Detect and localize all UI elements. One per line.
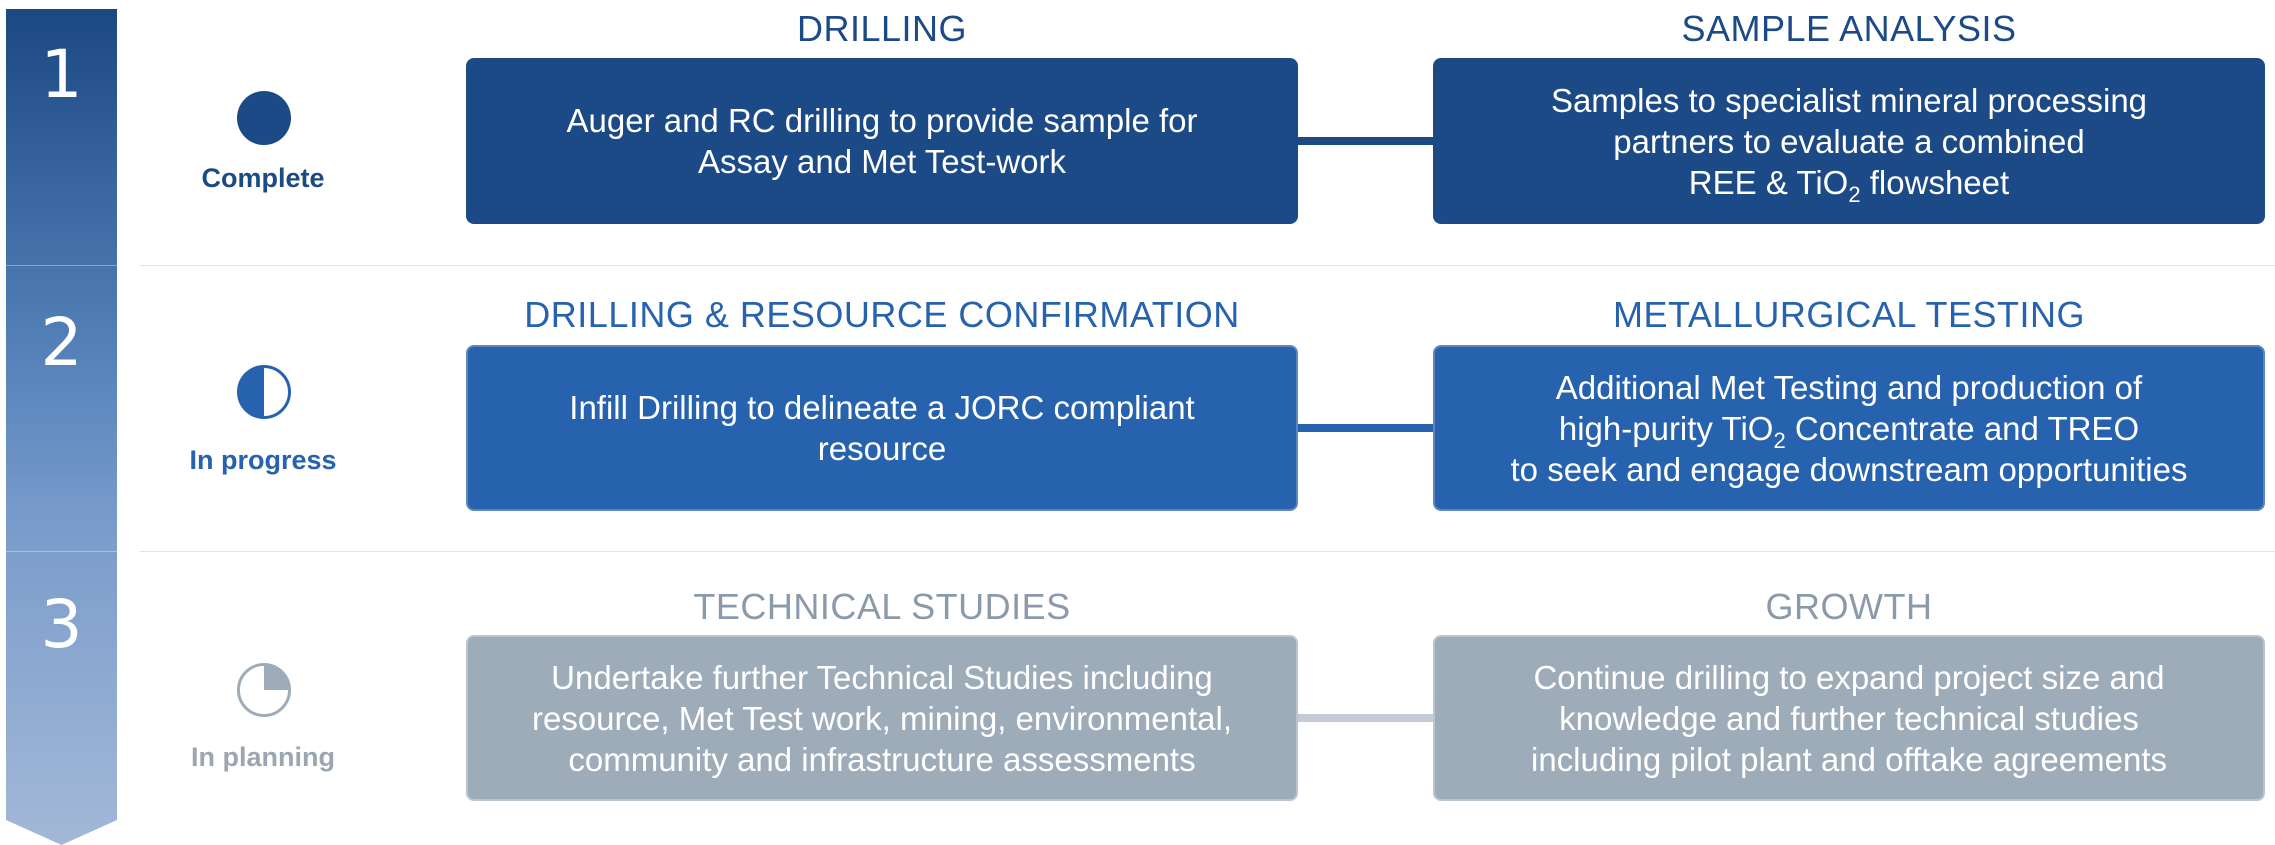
row-divider: [140, 265, 2275, 266]
heading-growth: GROWTH: [1765, 586, 1933, 627]
formula-text: Concentrate and TREO: [1785, 409, 2140, 447]
stage-1-right-box: Samples to specialist mineral processing…: [1433, 58, 2265, 224]
arrow-divider: [6, 551, 117, 552]
status-label-complete: Complete: [201, 163, 325, 193]
heading-drilling: DRILLING: [796, 8, 968, 49]
status-label-in-progress: In progress: [189, 445, 337, 475]
stage-number-3: 3: [40, 586, 83, 663]
arrow-divider: [6, 265, 117, 266]
formula-text: REE & TiO: [1688, 163, 1849, 201]
heading-technical-studies: TECHNICAL STUDIES: [693, 586, 1071, 627]
connector-line: [1298, 424, 1433, 432]
row-divider: [140, 551, 2275, 552]
box-text-line: Assay and Met Test-work: [697, 143, 1066, 180]
progress-arrow: [6, 9, 117, 845]
box-text-line: high-purity TiO2 Concentrate and TREO: [1511, 408, 2188, 452]
box-text-line: resource: [817, 430, 947, 467]
formula-subscript: 2: [1773, 427, 1786, 453]
stage-1-left-box: Auger and RC drilling to provide sample …: [466, 58, 1298, 224]
box-text-line: Additional Met Testing and production of: [1555, 368, 2143, 406]
box-text-line: Continue drilling to expand project size…: [1533, 658, 2165, 696]
box-text-line: to seek and engage downstream opportunit…: [1510, 450, 2188, 488]
stage-number-2: 2: [40, 304, 83, 381]
formula-text: high-purity TiO: [1558, 409, 1774, 447]
stage-number-1: 1: [40, 36, 83, 113]
heading-drilling-resource-confirmation: DRILLING & RESOURCE CONFIRMATION: [524, 294, 1240, 335]
half-circle-icon: [237, 365, 291, 419]
box-text-line: community and infrastructure assessments: [568, 740, 1196, 778]
heading-sample-analysis: SAMPLE ANALYSIS: [1681, 8, 2017, 49]
heading-metallurgical-testing: METALLURGICAL TESTING: [1613, 294, 2085, 335]
box-text-line: knowledge and further technical studies: [1559, 699, 2139, 737]
stage-2-left-box: Infill Drilling to delineate a JORC comp…: [466, 345, 1298, 511]
formula-text: flowsheet: [1860, 163, 2010, 201]
connector-line: [1298, 714, 1433, 722]
status-label-in-planning: In planning: [191, 742, 335, 772]
box-text-line: REE & TiO2 flowsheet: [1551, 162, 2147, 206]
box-text-line: Samples to specialist mineral processing: [1550, 81, 2148, 119]
box-text-line: resource, Met Test work, mining, environ…: [531, 699, 1232, 737]
stage-2-right-box: Additional Met Testing and production of…: [1433, 345, 2265, 511]
stage-3-right-box: Continue drilling to expand project size…: [1433, 635, 2265, 801]
connector-line: [1298, 137, 1433, 145]
formula-subscript: 2: [1848, 181, 1861, 207]
box-text-line: partners to evaluate a combined: [1613, 122, 2085, 160]
box-text-line: including pilot plant and offtake agreem…: [1531, 740, 2167, 778]
quarter-circle-icon: [237, 663, 291, 717]
full-circle-icon: [237, 91, 291, 145]
box-text-line: Infill Drilling to delineate a JORC comp…: [569, 389, 1195, 426]
stage-3-left-box: Undertake further Technical Studies incl…: [466, 635, 1298, 801]
box-text-line: Undertake further Technical Studies incl…: [551, 658, 1213, 696]
box-text-line: Auger and RC drilling to provide sample …: [566, 102, 1198, 139]
